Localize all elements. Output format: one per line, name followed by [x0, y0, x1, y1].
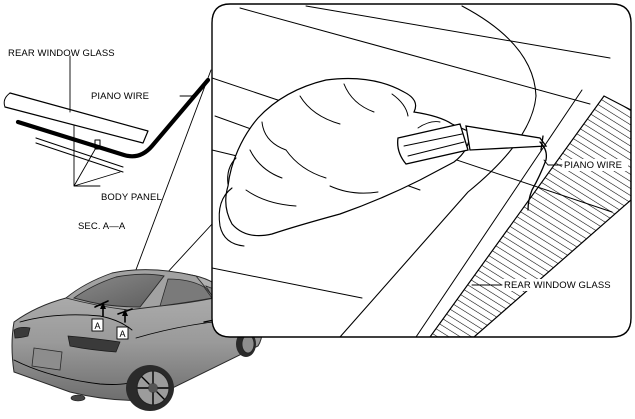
detail-glass-edge [339, 5, 537, 337]
leader-body-panel [73, 124, 121, 187]
car-tail-light-right [67, 335, 121, 353]
label-rear-window-glass: REAR WINDOW GLASS [8, 48, 115, 59]
section-caption: SEC. A—A [78, 221, 126, 232]
leader-piano-wire [179, 87, 202, 97]
car-exhaust [70, 394, 86, 402]
detail-glass-inner-edge [415, 89, 583, 337]
section-body-flange [15, 77, 211, 159]
detail-view: PIANO WIRE REAR WINDOW GLASS [211, 3, 632, 338]
detail-label-piano-wire: PIANO WIRE [564, 160, 622, 171]
detail-piano-wire-tick [540, 135, 544, 151]
section-marker-a: A A [91, 300, 133, 340]
car-license-plate [31, 347, 63, 371]
detail-glove-hand [218, 77, 471, 247]
detail-upper-line [305, 5, 611, 59]
section-urethane [94, 139, 101, 150]
car-rear-window [72, 273, 165, 308]
detail-leader-piano-wire [543, 159, 563, 166]
detail-piano-wire [527, 141, 548, 211]
label-piano-wire: PIANO WIRE [91, 91, 149, 102]
marker-a-label-2: A [120, 329, 126, 339]
car-tail-light-left [13, 326, 31, 339]
car-trunk-line [19, 314, 133, 331]
section-view: REAR WINDOW GLASS PIANO WIRE BODY PANEL … [3, 48, 211, 232]
detail-label-rear-window-glass: REAR WINDOW GLASS [504, 280, 611, 291]
car-rear-wheel [126, 365, 174, 411]
car-illustration: A A [11, 269, 263, 411]
detail-wire-handle [397, 121, 548, 165]
section-body-panel [35, 137, 124, 173]
label-body-panel: BODY PANEL [101, 192, 162, 203]
detail-hatched-glass [428, 95, 631, 337]
marker-a-label-1: A [95, 321, 101, 331]
detail-frame [211, 3, 632, 338]
